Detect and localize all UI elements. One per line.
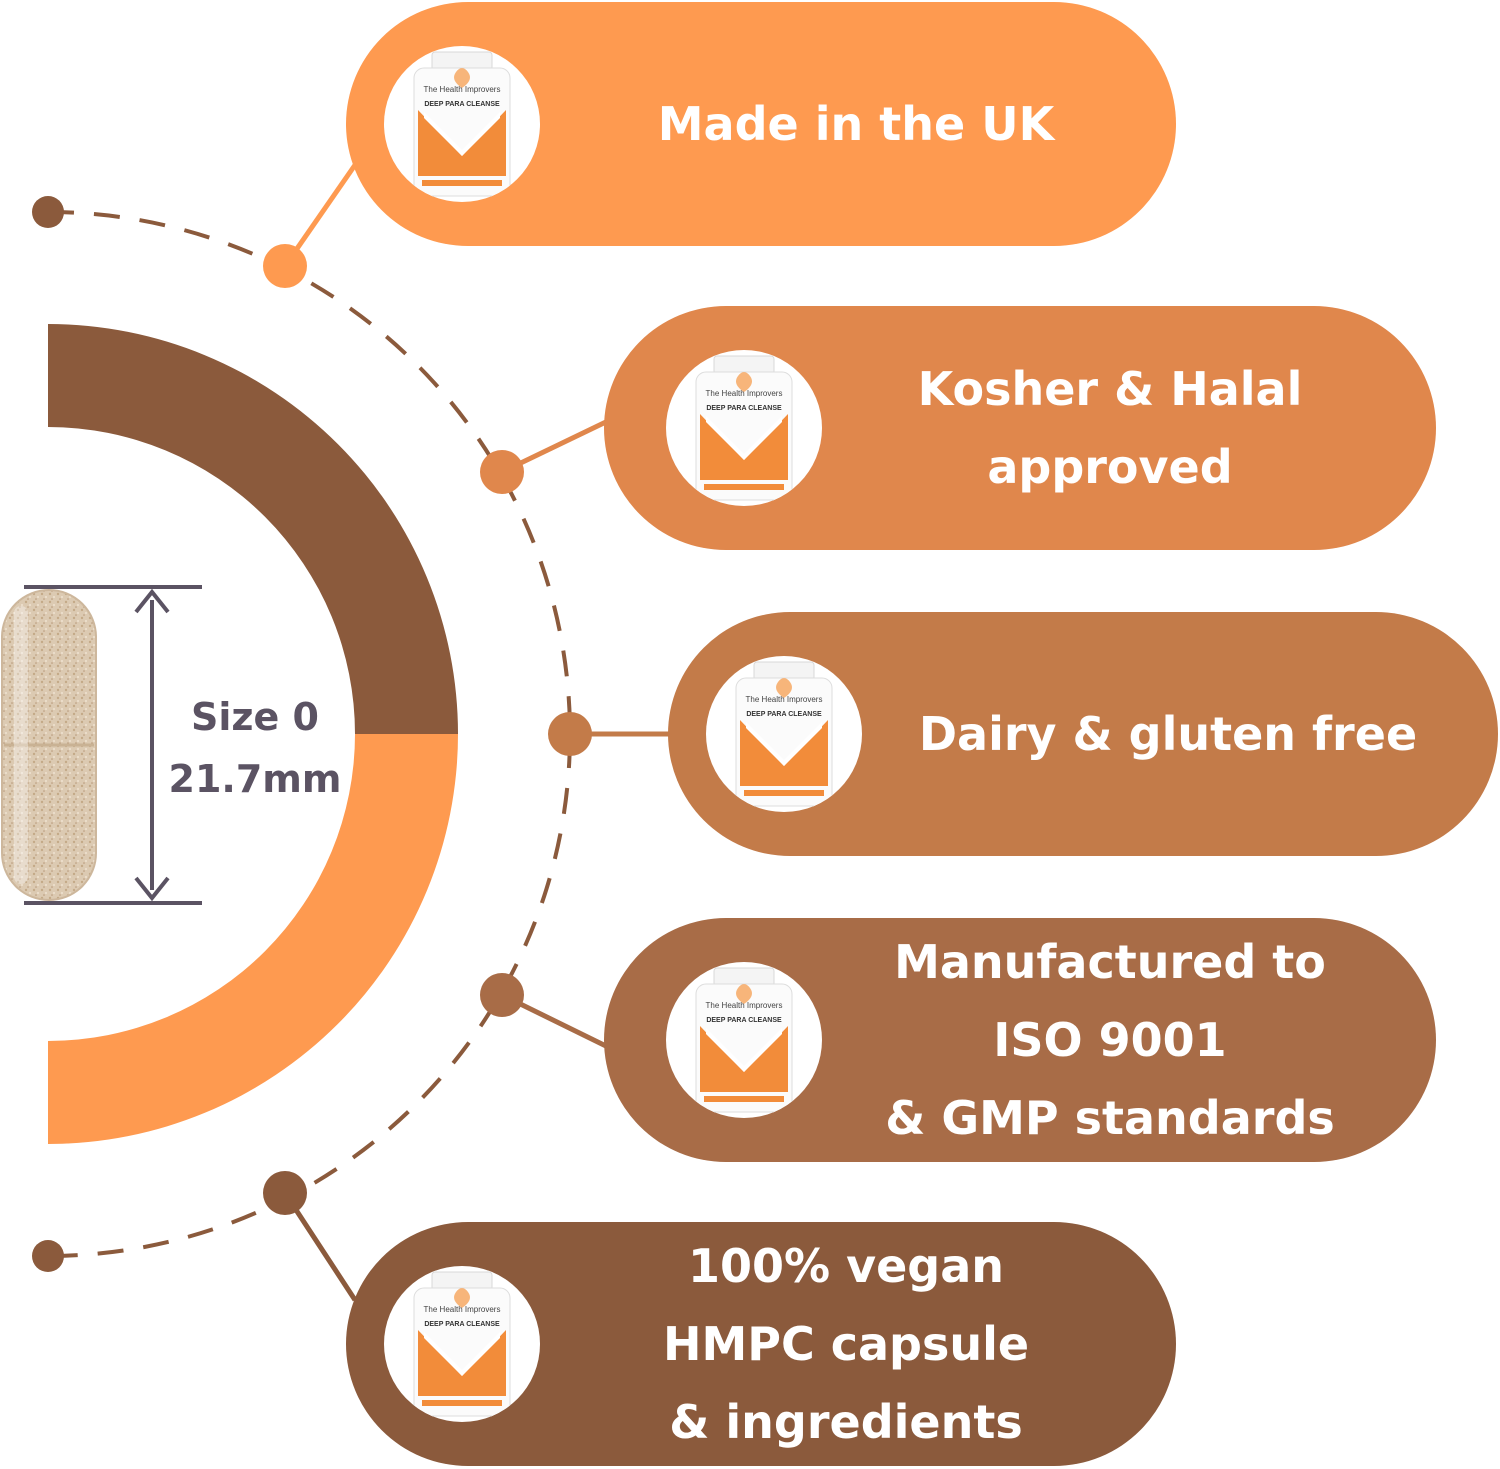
bottle-brand-text: The Health Improvers	[424, 1305, 501, 1314]
feature-text-line: & ingredients	[669, 1395, 1023, 1449]
capsule-size-label: Size 0 21.7mm	[160, 686, 350, 810]
connector-dot-2	[480, 450, 524, 494]
feature-text-line: ISO 9001	[993, 1013, 1227, 1067]
connector-dot-5	[263, 1171, 307, 1215]
bottle-product-text: DEEP PARA CLEANSE	[706, 405, 782, 412]
length-measure	[24, 585, 202, 905]
feature-text: Made in the UK	[576, 2, 1136, 246]
bottle-brand-text: The Health Improvers	[706, 389, 783, 398]
feature-text-line: & GMP standards	[885, 1091, 1335, 1145]
bottle-product-text: DEEP PARA CLEANSE	[424, 1321, 500, 1328]
feature-text-line: Kosher & Halal	[917, 362, 1303, 416]
feature-text-line: 100% vegan	[687, 1239, 1005, 1293]
feature-text-line: Made in the UK	[657, 97, 1055, 151]
capsule-size: Size 0	[191, 695, 319, 739]
arc-end-dot-bottom	[32, 1240, 64, 1272]
connector-dot-1	[263, 244, 307, 288]
bottle-product-text: DEEP PARA CLEANSE	[746, 711, 822, 718]
capsule-length: 21.7mm	[168, 757, 342, 801]
feature-text: Kosher & Halal approved	[844, 306, 1376, 550]
ring-bottom-half	[48, 734, 458, 1144]
bottle-brand-text: The Health Improvers	[706, 1001, 783, 1010]
feature-text: Dairy & gluten free	[898, 612, 1438, 856]
capsule-image	[1, 589, 97, 901]
bottle-product-text: DEEP PARA CLEANSE	[706, 1017, 782, 1024]
feature-text-line: HMPC capsule	[662, 1317, 1030, 1371]
feature-text: Manufactured to ISO 9001 & GMP standards	[844, 918, 1376, 1162]
bottle-product-text: DEEP PARA CLEANSE	[424, 101, 500, 108]
bottle-brand-text: The Health Improvers	[746, 695, 823, 704]
connector-dot-3	[548, 712, 592, 756]
bottle-brand-text: The Health Improvers	[424, 85, 501, 94]
connector-dot-4	[480, 973, 524, 1017]
feature-text-line: Dairy & gluten free	[918, 707, 1418, 761]
arc-end-dot-top	[32, 196, 64, 228]
feature-text-line: approved	[987, 440, 1233, 494]
ring-top-half	[48, 324, 458, 734]
feature-text-line: Manufactured to	[894, 935, 1326, 989]
